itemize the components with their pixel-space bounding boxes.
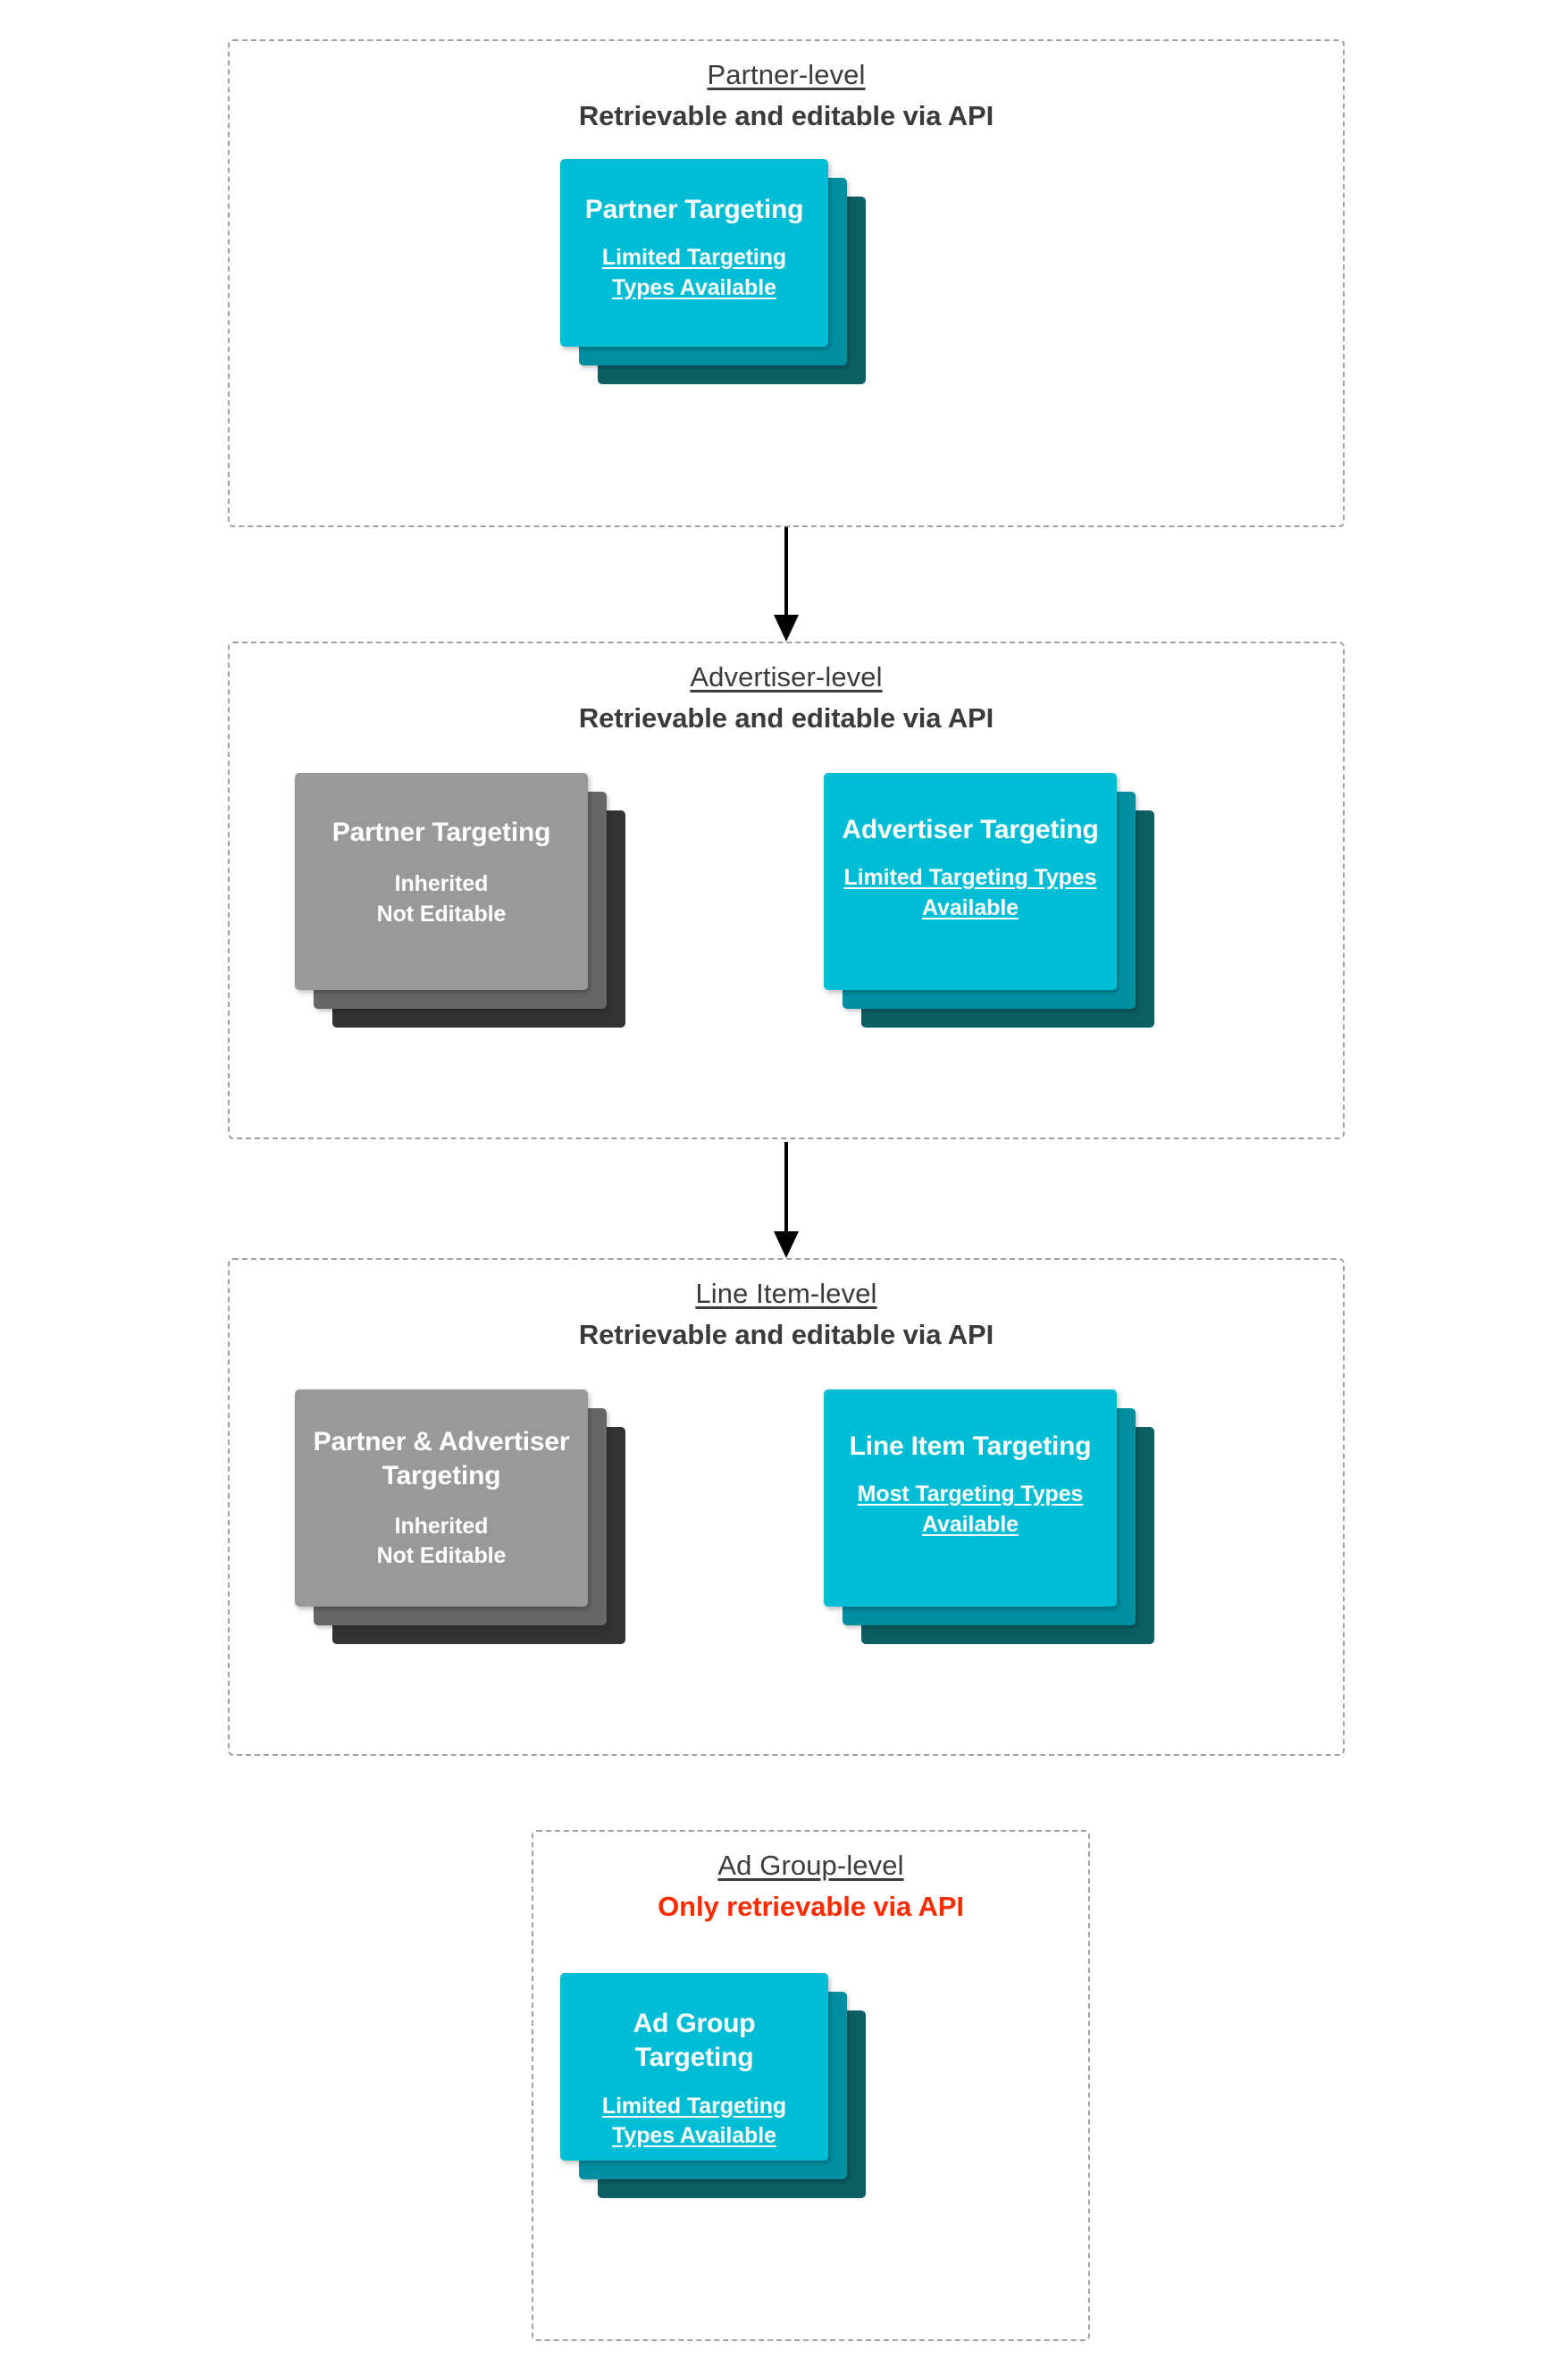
- card-title: Line Item Targeting: [849, 1431, 1092, 1461]
- card-note: Inherited Not Editable: [376, 871, 507, 927]
- level-title-partner: Partner-level: [707, 59, 866, 90]
- card-advertiser-targeting[interactable]: Advertiser Targeting Limited Targeting T…: [824, 773, 1117, 990]
- level-header-partner: Partner-level Retrievable and editable v…: [230, 57, 1343, 133]
- level-title-line-item: Line Item-level: [695, 1278, 877, 1309]
- card-note: Most Targeting Types Available: [857, 1481, 1084, 1537]
- card-note: Limited Targeting Types Available: [601, 2093, 787, 2149]
- level-title-ad-group: Ad Group-level: [717, 1850, 904, 1881]
- level-header-ad-group: Ad Group-level Only retrievable via API: [533, 1848, 1088, 1924]
- level-subtitle-partner: Retrievable and editable via API: [578, 99, 994, 131]
- card-stack-partner-targeting-inherited[interactable]: Partner Targeting Inherited Not Editable: [295, 773, 625, 1028]
- card-ad-group-targeting[interactable]: Ad Group Targeting Limited Targeting Typ…: [560, 1973, 828, 2161]
- card-stack-line-item-targeting[interactable]: Line Item Targeting Most Targeting Types…: [824, 1389, 1154, 1644]
- level-subtitle-advertiser: Retrievable and editable via API: [578, 701, 994, 734]
- arrow-advertiser-to-line-item: [768, 1142, 804, 1260]
- card-title: Ad Group Targeting: [633, 2009, 756, 2073]
- level-box-ad-group: Ad Group-level Only retrievable via API …: [532, 1830, 1090, 2341]
- card-partner-targeting[interactable]: Partner Targeting Limited Targeting Type…: [560, 159, 828, 347]
- card-note: Inherited Not Editable: [376, 1513, 507, 1569]
- level-box-partner: Partner-level Retrievable and editable v…: [228, 39, 1345, 527]
- arrow-partner-to-advertiser: [768, 527, 804, 643]
- card-partner-advertiser-targeting-inherited[interactable]: Partner & Advertiser Targeting Inherited…: [295, 1389, 588, 1607]
- level-subtitle-line-item: Retrievable and editable via API: [578, 1318, 994, 1350]
- card-title: Partner & Advertiser Targeting: [313, 1427, 570, 1491]
- card-note: Limited Targeting Types Available: [601, 245, 787, 300]
- card-stack-partner-advertiser-targeting-inherited[interactable]: Partner & Advertiser Targeting Inherited…: [295, 1389, 625, 1644]
- level-header-advertiser: Advertiser-level Retrievable and editabl…: [230, 659, 1343, 735]
- card-stack-partner-targeting[interactable]: Partner Targeting Limited Targeting Type…: [560, 159, 866, 384]
- card-title: Partner Targeting: [331, 818, 551, 847]
- level-box-advertiser: Advertiser-level Retrievable and editabl…: [228, 642, 1345, 1139]
- card-line-item-targeting[interactable]: Line Item Targeting Most Targeting Types…: [824, 1389, 1117, 1607]
- level-title-advertiser: Advertiser-level: [690, 661, 883, 692]
- card-title: Partner Targeting: [584, 195, 804, 224]
- card-partner-targeting-inherited[interactable]: Partner Targeting Inherited Not Editable: [295, 773, 588, 990]
- level-subtitle-ad-group: Only retrievable via API: [658, 1890, 964, 1922]
- level-box-line-item: Line Item-level Retrievable and editable…: [228, 1258, 1345, 1756]
- card-note: Limited Targeting Types Available: [843, 865, 1097, 920]
- card-title: Advertiser Targeting: [842, 815, 1099, 844]
- card-stack-advertiser-targeting[interactable]: Advertiser Targeting Limited Targeting T…: [824, 773, 1154, 1028]
- level-header-line-item: Line Item-level Retrievable and editable…: [230, 1276, 1343, 1352]
- card-stack-ad-group-targeting[interactable]: Ad Group Targeting Limited Targeting Typ…: [560, 1973, 866, 2198]
